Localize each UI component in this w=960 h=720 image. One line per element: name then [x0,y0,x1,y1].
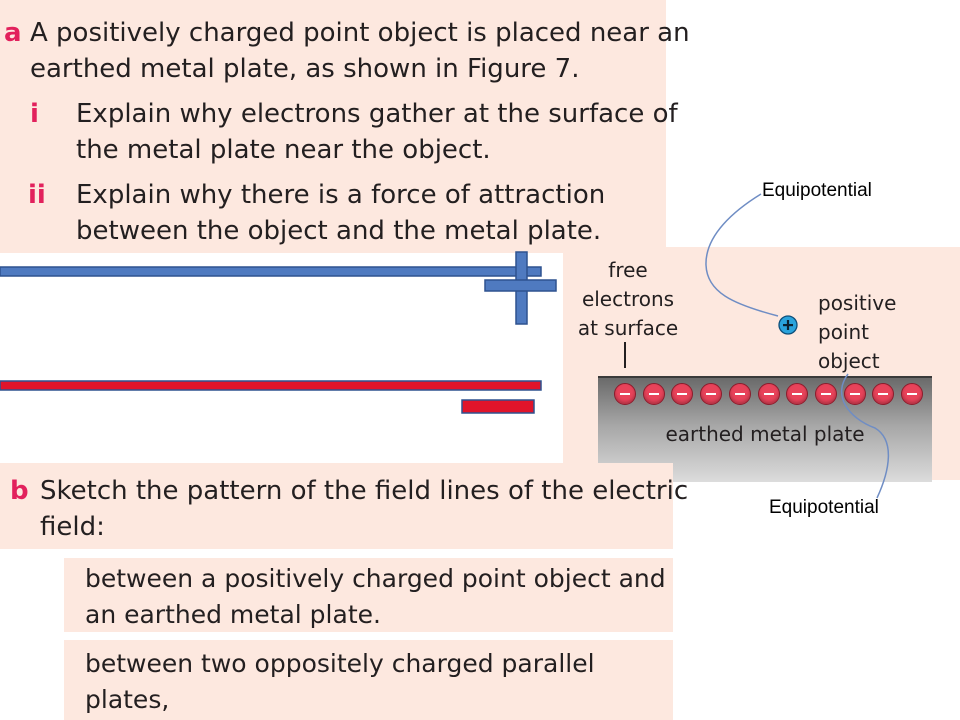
part-ii-line1: Explain why there is a force of attracti… [76,180,606,210]
equipotential-curve-bottom [840,373,890,499]
electron-icon [757,383,780,405]
question-b-line1: Sketch the pattern of the field lines of… [40,476,689,506]
pointer-line [624,342,626,368]
equipotential-annotation-bottom: Equipotential [769,497,879,518]
option-1-line2: an earthed metal plate. [85,600,381,629]
part-i-line1: Explain why electrons gather at the surf… [76,99,678,129]
electron-icon [728,383,751,405]
electron-icon [786,383,809,405]
option-2-panel [64,640,673,720]
positive-label-line2: point [818,320,870,344]
positive-point-object-label: positive point object [818,289,896,376]
question-b-line2: field: [40,512,105,542]
question-a-panel [0,0,666,253]
option-1-line1: between a positively charged point objec… [85,564,666,593]
question-a-tag: a [4,18,22,48]
positive-plate [0,266,542,277]
question-b-tag: b [10,476,29,506]
equipotential-curve-top [705,193,779,317]
equipotential-annotation-top: Equipotential [762,180,872,201]
plate-label: earthed metal plate [665,422,865,446]
electron-icon [614,383,636,405]
positive-charge-icon [778,315,798,335]
free-electrons-label-line1: free [608,258,648,282]
question-a-line2: earthed metal plate, as shown in Figure … [30,54,580,84]
electron-icon [843,383,866,405]
plus-sign-horizontal [484,279,557,292]
option-1-panel [64,558,673,632]
free-electrons-label-line2: electrons [581,287,675,311]
positive-label-line1: positive [818,291,897,315]
negative-plate [0,380,542,391]
electron-icon [671,383,694,405]
minus-sign [461,399,535,414]
free-electrons-label-line3: at surface [577,316,679,340]
part-i-tag: i [30,99,39,129]
electron-icon [814,383,837,405]
positive-label-line3: object [818,349,880,373]
part-ii-tag: ii [28,180,46,210]
electron-icon [700,383,723,405]
part-i-line2: the metal plate near the object. [76,135,491,165]
electron-icon [642,383,665,405]
question-b-panel [0,463,673,549]
free-electrons-label: free electrons at surface [572,256,684,343]
electron-icon [872,383,895,405]
part-ii-line2: between the object and the metal plate. [76,216,602,246]
electron-icon [901,383,923,405]
option-2-line1: between two oppositely charged parallel [85,649,595,678]
option-2-line2: plates, [85,685,170,714]
question-a-line1: A positively charged point object is pla… [30,18,690,48]
